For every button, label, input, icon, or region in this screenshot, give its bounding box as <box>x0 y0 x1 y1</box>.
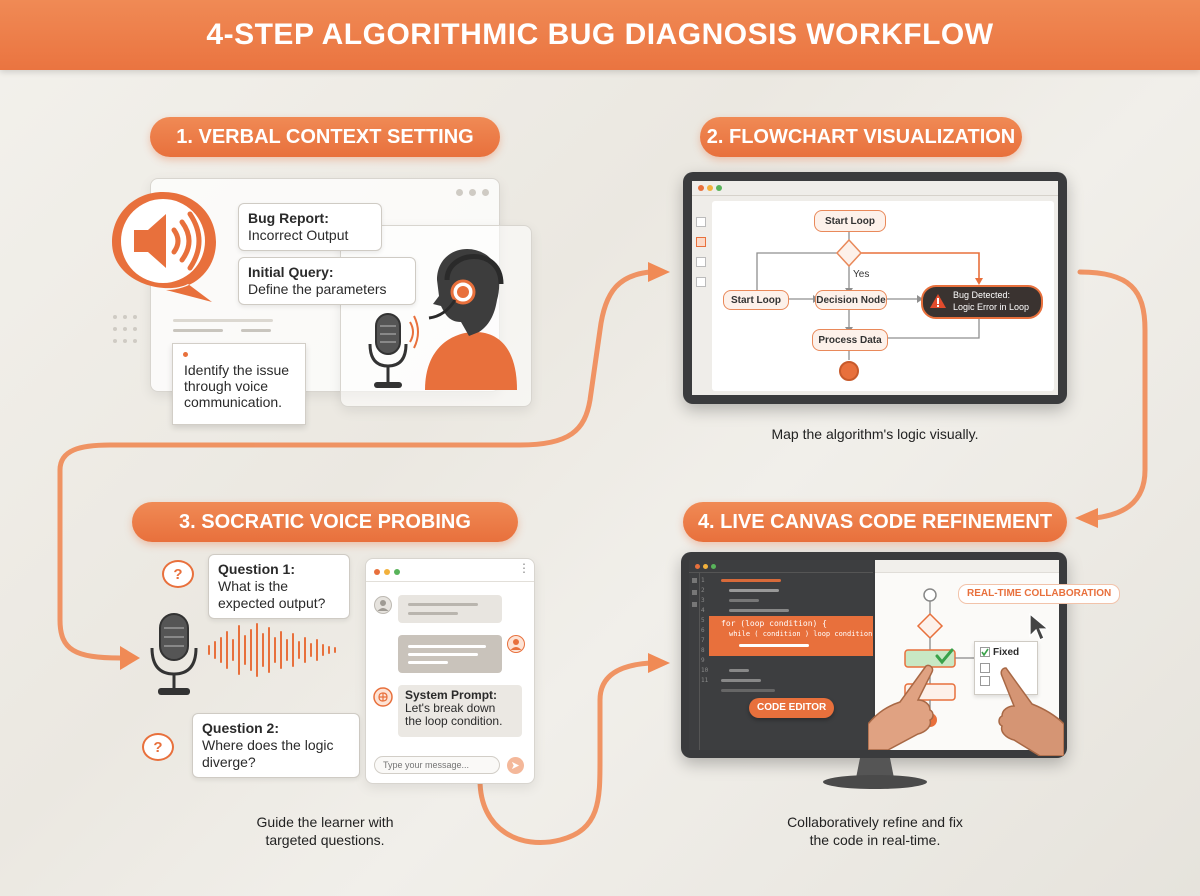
user-avatar-icon <box>374 596 392 614</box>
page-title: 4-STEP ALGORITHMIC BUG DIAGNOSIS WORKFLO… <box>206 18 994 51</box>
question2-text: Where does the logic diverge? <box>202 737 334 770</box>
voice-waveform <box>208 623 336 677</box>
line-number: 5 <box>701 617 705 624</box>
fixed-label: Fixed <box>993 647 1020 658</box>
person-headset-icon <box>425 249 517 390</box>
send-icon <box>511 761 520 770</box>
step1-note-card: Identify the issue through voice communi… <box>172 343 306 425</box>
chat-menu-icon[interactable]: ⋮ <box>518 561 530 575</box>
header-banner: 4-STEP ALGORITHMIC BUG DIAGNOSIS WORKFLO… <box>0 0 1200 70</box>
bug-path <box>861 252 980 280</box>
bug-detected-label: Bug Detected: <box>953 290 1011 300</box>
step3-title: 3. Socratic Voice Probing <box>132 502 518 542</box>
flowchart-start-loop-top: Start Loop <box>814 210 886 232</box>
canvas-diagram <box>904 588 975 727</box>
step3-caption: Guide the learner with targeted question… <box>256 814 394 848</box>
bug-report-bubble: Bug Report: Incorrect Output <box>238 203 382 251</box>
flowchart-bug-node: Bug Detected: Logic Error in Loop <box>921 285 1043 319</box>
bug-detected-text: Logic Error in Loop <box>953 302 1030 312</box>
flowchart-yes-label: Yes <box>853 269 870 280</box>
bug-report-text: Incorrect Output <box>248 227 349 243</box>
code-highlight: for (loop condition) { while ( condition… <box>709 616 873 656</box>
chat-message-input[interactable] <box>374 756 500 774</box>
line-number: 10 <box>701 667 709 674</box>
flowchart-start-loop-left: Start Loop <box>723 290 789 310</box>
initial-query-text: Define the parameters <box>248 281 387 297</box>
flowchart-process-data: Process Data <box>812 329 888 351</box>
checkbox-checked-icon <box>980 647 990 657</box>
send-button[interactable] <box>507 757 524 774</box>
step1-title: 1. Verbal Context Setting <box>150 117 500 157</box>
line-number: 3 <box>701 597 705 604</box>
check-icon <box>935 648 954 665</box>
hand-right-icon <box>998 667 1064 756</box>
step4-caption: Collaboratively refine and fix the code … <box>787 814 963 848</box>
line-number: 7 <box>701 637 705 644</box>
warning-icon <box>930 294 946 308</box>
step1-note-text: Identify the issue through voice communi… <box>184 362 290 410</box>
question-icon-2: ? <box>142 733 174 761</box>
line-number: 9 <box>701 657 705 664</box>
monitor-stand <box>823 758 927 789</box>
chat-message-tutor <box>398 635 502 673</box>
speaker-icon <box>112 192 216 302</box>
flowchart-end-node <box>839 361 859 381</box>
decision-diamond <box>835 238 863 268</box>
flowchart-decision-node: Decision Node <box>815 290 887 310</box>
microphone-icon <box>368 313 419 388</box>
flowchart-edges <box>756 230 983 381</box>
code-editor-pane: 1 2 3 4 5 6 7 8 9 10 11 for (loop condit… <box>689 560 873 750</box>
line-number: 4 <box>701 607 705 614</box>
step2-caption: Map the algorithm's logic visually. <box>771 426 979 442</box>
line-number: 1 <box>701 577 705 584</box>
code-line-while: while ( condition ) loop condition) { <box>729 630 873 638</box>
line-number: 2 <box>701 587 705 594</box>
question1-label: Question 1: <box>218 561 296 577</box>
hand-left-icon <box>868 664 934 750</box>
system-brain-icon <box>373 687 393 707</box>
step4-title: 4. Live Canvas Code Refinement <box>683 502 1067 542</box>
line-number: 6 <box>701 627 705 634</box>
system-prompt-text: Let's break down the loop condition. <box>405 701 503 728</box>
cursor-pointer-icon <box>1029 612 1050 641</box>
code-editor-label: CODE EDITOR <box>749 698 835 718</box>
bug-report-label: Bug Report: <box>248 210 329 226</box>
dot-grid-decor <box>113 315 137 343</box>
fixed-checklist: Fixed <box>974 641 1038 695</box>
question1-text: What is the expected output? <box>218 578 326 611</box>
microphone-icon-large <box>150 613 198 695</box>
chat-window: ⋮ System Prompt: Let's break down the lo… <box>365 558 535 784</box>
question2-label: Question 2: <box>202 720 280 736</box>
code-line-for: for (loop condition) { <box>721 619 827 628</box>
chat-message-user <box>398 595 502 623</box>
line-number: 8 <box>701 647 705 654</box>
tutor-avatar-icon <box>507 635 525 653</box>
line-number: 11 <box>701 677 709 684</box>
initial-query-bubble: Initial Query: Define the parameters <box>238 257 416 305</box>
question1-bubble: Question 1: What is the expected output? <box>208 554 350 619</box>
question2-bubble: Question 2: Where does the logic diverge… <box>192 713 360 778</box>
step2-title: 2. Flowchart Visualization <box>700 117 1022 157</box>
system-prompt-label: System Prompt: <box>405 688 498 702</box>
question-icon-1: ? <box>162 560 194 588</box>
chat-system-prompt: System Prompt: Let's break down the loop… <box>398 685 522 737</box>
realtime-collab-label: REAL-TIME COLLABORATION <box>958 584 1121 604</box>
initial-query-label: Initial Query: <box>248 264 334 280</box>
